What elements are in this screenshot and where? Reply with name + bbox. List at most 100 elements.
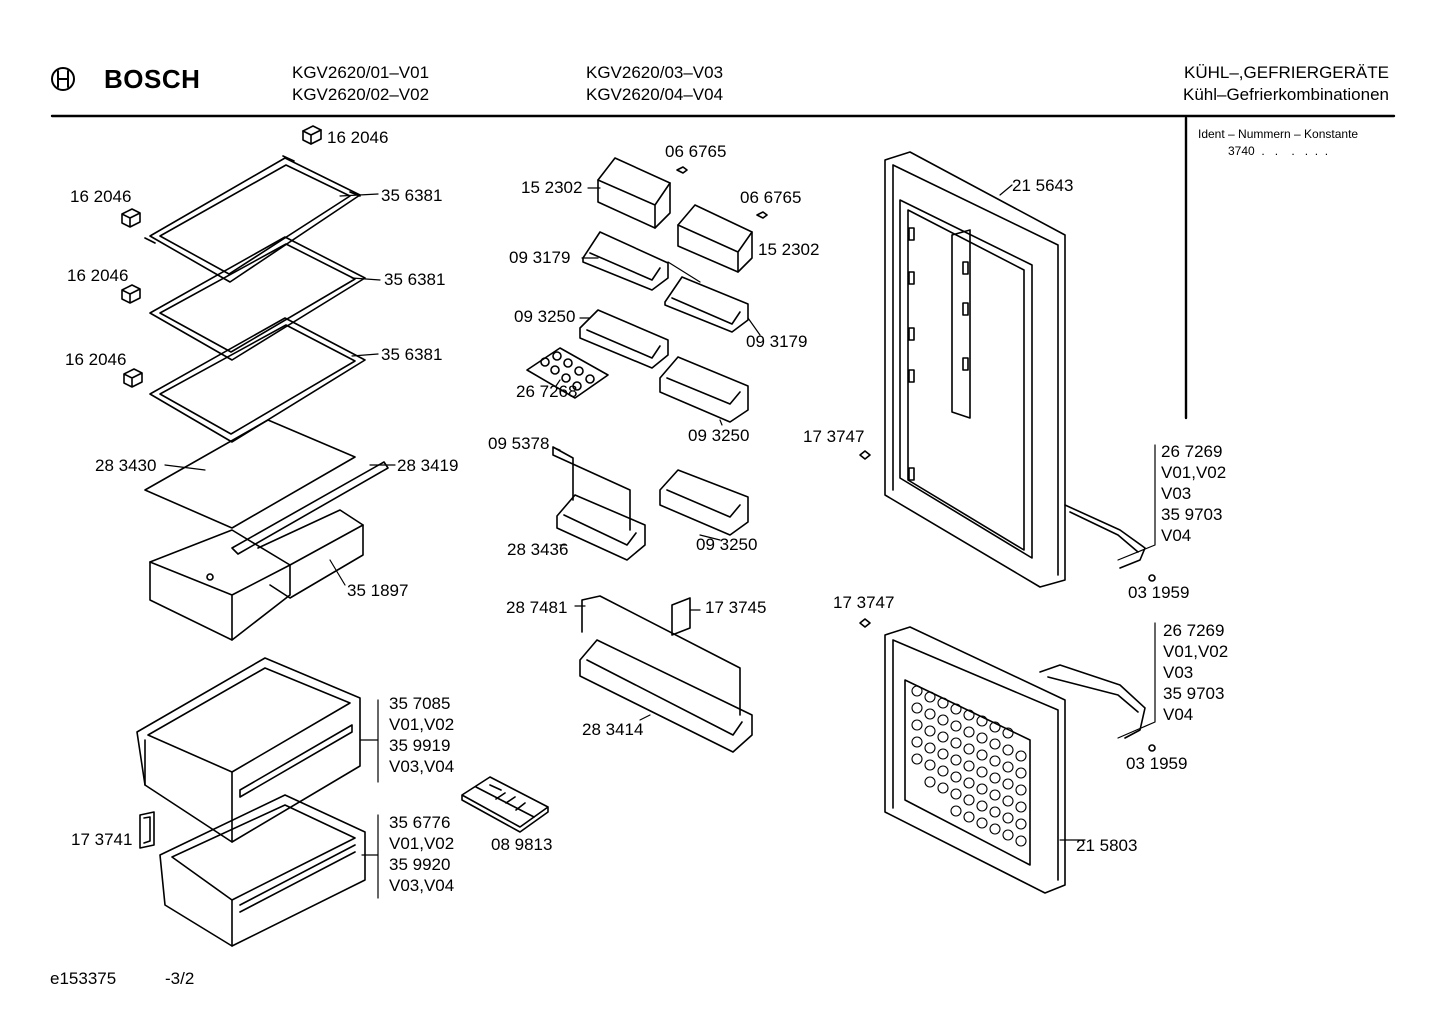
glass-shelf-2 xyxy=(149,236,366,361)
part-label: 35 6381 xyxy=(381,345,443,364)
crisper-drawer-lower xyxy=(159,794,366,947)
glass-plate xyxy=(144,419,356,529)
part-label: V01,V02 xyxy=(1161,463,1227,482)
part-label: 16 2046 xyxy=(67,266,129,285)
part-label: 06 6765 xyxy=(665,142,727,161)
door-bin-093179-b xyxy=(664,276,749,333)
door-shelf-long xyxy=(579,595,753,753)
category-title: KÜHL–,GEFRIERGERÄTE xyxy=(1184,63,1389,82)
part-label: 09 3179 xyxy=(509,248,571,267)
screw-173747-a-icon xyxy=(859,450,871,460)
vegetable-box-small xyxy=(149,529,291,641)
part-label: 03 1959 xyxy=(1128,583,1190,602)
door-bin-093250-c xyxy=(659,469,749,536)
cap-031959-a-icon xyxy=(1148,574,1156,582)
part-label: 03 1959 xyxy=(1126,754,1188,773)
part-label: 16 2046 xyxy=(70,187,132,206)
part-label: 09 3250 xyxy=(514,307,576,326)
part-label: V03,V04 xyxy=(389,757,455,776)
part-label: V03 xyxy=(1161,484,1192,503)
part-label: 26 7269 xyxy=(1163,621,1225,640)
part-label: 28 3430 xyxy=(95,456,157,475)
part-label: 17 3741 xyxy=(71,830,133,849)
screw-066765-b-icon xyxy=(756,211,768,219)
glass-shelf-3 xyxy=(149,317,366,443)
butter-cover-1 xyxy=(597,157,671,229)
leader-lines xyxy=(164,184,1156,899)
freezer-door-grid xyxy=(911,685,1027,847)
egg-tray xyxy=(526,347,609,399)
crisper-drawer-upper xyxy=(136,657,361,843)
part-label: 16 2046 xyxy=(65,350,127,369)
door-bin-093250-b xyxy=(659,356,749,423)
model-left-1: KGV2620/01–V01 xyxy=(292,63,430,82)
door-bin-093179-a xyxy=(582,231,669,291)
category-subtitle: Kühl–Gefrierkombinationen xyxy=(1182,85,1389,104)
bottle-bin-with-rack xyxy=(552,446,646,561)
clip-162046-b-icon xyxy=(121,284,141,304)
brand-name: BOSCH xyxy=(104,64,201,94)
part-label: V01,V02 xyxy=(1163,642,1229,661)
ice-cube-tray xyxy=(461,776,549,833)
model-mid-2: KGV2620/04–V04 xyxy=(586,85,724,104)
door-handle-a xyxy=(1064,504,1146,569)
part-label: 15 2302 xyxy=(758,240,820,259)
model-left-2: KGV2620/02–V02 xyxy=(292,85,430,104)
part-label: 35 6381 xyxy=(381,186,443,205)
part-label: 35 9703 xyxy=(1161,505,1223,524)
vegetable-box-right xyxy=(257,509,364,599)
part-label: 17 3745 xyxy=(705,598,767,617)
freezer-door xyxy=(884,626,1066,894)
handle-173741-icon xyxy=(139,811,155,849)
part-label: 09 3250 xyxy=(696,535,758,554)
page-number: -3/2 xyxy=(165,969,195,988)
door-handle-b xyxy=(1039,664,1146,739)
part-label: V01,V02 xyxy=(389,715,455,734)
part-label: 06 6765 xyxy=(740,188,802,207)
part-label: 35 9703 xyxy=(1163,684,1225,703)
part-label: 35 6776 xyxy=(389,813,451,832)
part-label: 16 2046 xyxy=(327,128,389,147)
screw-066765-a-icon xyxy=(676,166,688,174)
part-label: V03,V04 xyxy=(389,876,455,895)
butter-cover-2 xyxy=(677,204,753,273)
clip-173745-icon xyxy=(671,597,691,636)
part-label: 08 9813 xyxy=(491,835,553,854)
part-label: 15 2302 xyxy=(521,178,583,197)
door-bin-093250-a xyxy=(579,309,669,369)
part-label: V04 xyxy=(1161,526,1192,545)
part-label: 35 9919 xyxy=(389,736,451,755)
part-label: 35 1897 xyxy=(347,581,409,600)
part-label: 09 3179 xyxy=(746,332,808,351)
part-label: 09 3250 xyxy=(688,426,750,445)
part-label: 21 5803 xyxy=(1076,836,1138,855)
part-label: 28 3414 xyxy=(582,720,644,739)
doc-id: e153375 xyxy=(50,969,117,988)
ident-value: 3740 . . . . . . xyxy=(1228,144,1329,158)
part-label: 28 7481 xyxy=(506,598,568,617)
part-label: 26 7269 xyxy=(1161,442,1223,461)
model-mid-1: KGV2620/03–V03 xyxy=(586,63,724,82)
rail xyxy=(231,461,389,555)
ident-title: Ident – Nummern – Konstante xyxy=(1198,127,1359,141)
screw-173747-b-icon xyxy=(859,618,871,628)
part-label: 35 7085 xyxy=(389,694,451,713)
bosch-logo-icon xyxy=(51,67,75,91)
part-label: 35 6381 xyxy=(384,270,446,289)
part-label: V04 xyxy=(1163,705,1194,724)
fridge-door xyxy=(884,151,1066,588)
part-label: 09 5378 xyxy=(488,434,550,453)
part-label: V01,V02 xyxy=(389,834,455,853)
part-label: 28 3419 xyxy=(397,456,459,475)
cap-031959-b-icon xyxy=(1148,744,1156,752)
clip-162046-a-icon xyxy=(121,208,141,228)
clip-162046-top-icon xyxy=(302,125,322,145)
part-label: 17 3747 xyxy=(833,593,895,612)
part-label: 28 3436 xyxy=(507,540,569,559)
part-label: 26 7268 xyxy=(516,382,578,401)
part-label: 35 9920 xyxy=(389,855,451,874)
part-label: V03 xyxy=(1163,663,1194,682)
part-label: 21 5643 xyxy=(1012,176,1074,195)
clip-162046-c-icon xyxy=(123,368,143,388)
